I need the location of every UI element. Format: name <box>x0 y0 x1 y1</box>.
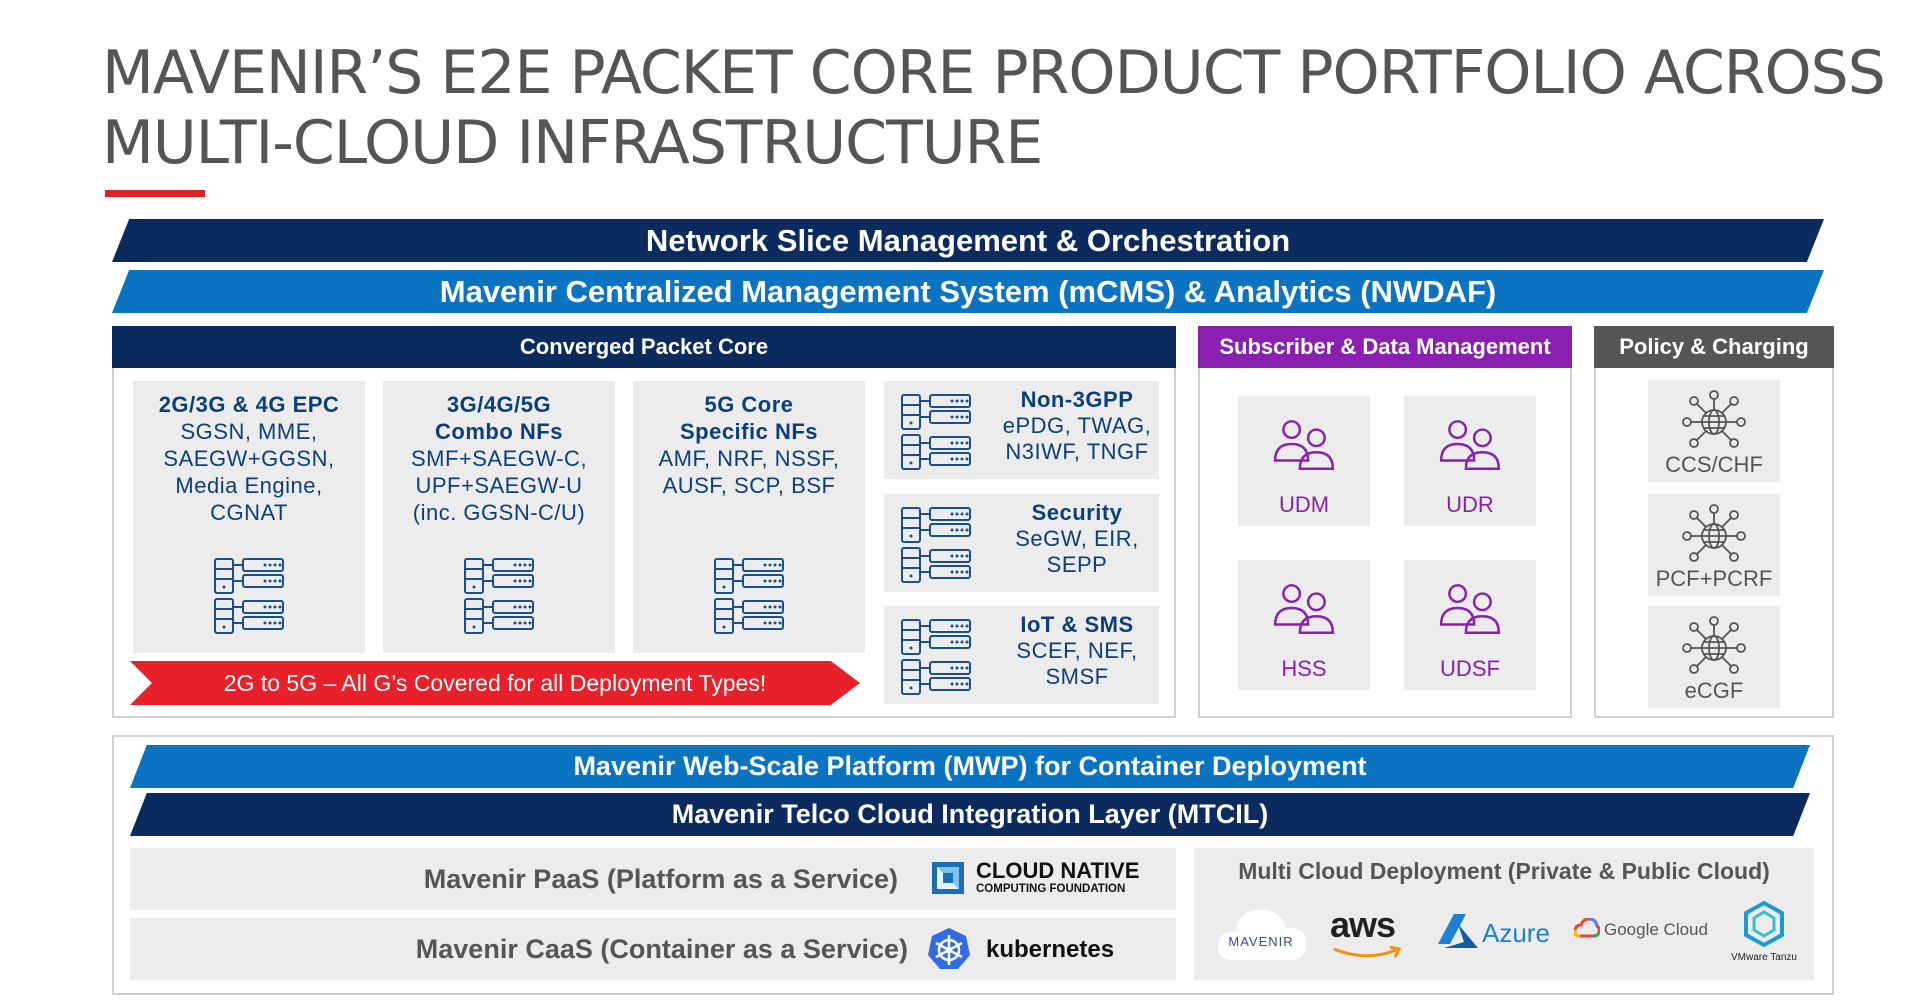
side-box-line: SeGW, EIR, <box>1015 526 1139 551</box>
ccs-chf-label: CCS/CHF <box>1665 452 1763 477</box>
users-icon <box>1439 584 1501 634</box>
cncf-line-1: CLOUD NATIVE <box>976 858 1140 883</box>
caas-row: Mavenir CaaS (Container as a Service) ku… <box>130 918 1176 980</box>
nf-box-title: 2G/3G & 4G EPC <box>158 392 340 417</box>
hss-label: HSS <box>1281 656 1327 681</box>
side-box-line: SCEF, NEF, <box>1016 638 1138 663</box>
side-box-title: IoT & SMS <box>1020 612 1134 637</box>
side-box-line: N3IWF, TNGF <box>1005 439 1149 464</box>
ccs-chf-box: CCS/CHF <box>1648 380 1780 482</box>
server-stack-icon <box>901 619 971 695</box>
mtcil-band: Mavenir Telco Cloud Integration Layer (M… <box>130 793 1810 836</box>
multicloud-box: Multi Cloud Deployment (Private & Public… <box>1194 848 1814 980</box>
side-box-iot-sms: IoT & SMS SCEF, NEF, SMSF <box>884 606 1159 704</box>
mwp-band: Mavenir Web-Scale Platform (MWP) for Con… <box>130 745 1810 788</box>
google-cloud-logo: Google Cloud <box>1604 920 1708 939</box>
vmware-tanzu-logo: VMware Tanzu <box>1731 952 1797 963</box>
ecgf-label: eCGF <box>1684 678 1744 703</box>
side-box-title: Non-3GPP <box>1020 387 1134 412</box>
network-globe-icon <box>1682 616 1746 674</box>
cncf-logo-text: CLOUD NATIVE COMPUTING FOUNDATION <box>976 860 1139 896</box>
kubernetes-logo-text: kubernetes <box>986 936 1115 963</box>
side-box-line: SMSF <box>1045 664 1109 689</box>
aws-smile-icon <box>1333 946 1402 958</box>
converged-packet-core-header: Converged Packet Core <box>112 326 1176 368</box>
network-globe-icon <box>1682 504 1746 562</box>
policy-charging-header: Policy & Charging <box>1594 326 1834 368</box>
page-title-line-2: MULTI-CLOUD INFRASTRUCTURE <box>102 108 1043 178</box>
all-gs-covered-banner: 2G to 5G – All G’s Covered for all Deplo… <box>130 661 860 705</box>
nf-box-line: AUSF, SCP, BSF <box>662 473 836 498</box>
users-icon <box>1273 420 1335 470</box>
title-accent-line <box>105 190 205 197</box>
nf-box-title: Combo NFs <box>435 419 563 444</box>
google-cloud-icon <box>1574 918 1600 938</box>
server-stack-icon <box>714 558 784 634</box>
pcf-pcrf-box: PCF+PCRF <box>1648 494 1780 596</box>
paas-row: Mavenir PaaS (Platform as a Service) CLO… <box>130 848 1176 910</box>
side-box-title: Security <box>1031 500 1123 525</box>
server-stack-icon <box>464 558 534 634</box>
users-icon <box>1273 584 1335 634</box>
caas-label: Mavenir CaaS (Container as a Service) <box>415 934 908 964</box>
nf-box-line: CGNAT <box>210 500 288 525</box>
ecgf-box: eCGF <box>1648 606 1780 708</box>
server-stack-icon <box>901 507 971 583</box>
network-globe-icon <box>1682 390 1746 448</box>
paas-label: Mavenir PaaS (Platform as a Service) <box>423 864 898 894</box>
kubernetes-logo-icon <box>928 928 970 969</box>
nf-box-title: Specific NFs <box>679 419 819 444</box>
users-icon <box>1439 420 1501 470</box>
server-stack-icon <box>901 394 971 470</box>
nf-box-line: SAEGW+GGSN, <box>163 446 335 471</box>
multicloud-title: Multi Cloud Deployment (Private & Public… <box>1238 858 1770 884</box>
azure-logo: Azure <box>1482 918 1550 948</box>
nf-box-title: 3G/4G/5G <box>446 392 552 417</box>
network-slice-band: Network Slice Management & Orchestration <box>112 219 1824 262</box>
nf-box-epc: 2G/3G & 4G EPC SGSN, MME, SAEGW+GGSN, Me… <box>133 381 365 653</box>
nf-box-line: SGSN, MME, <box>180 419 318 444</box>
nf-box-line: UPF+SAEGW-U <box>415 473 583 498</box>
side-box-security: Security SeGW, EIR, SEPP <box>884 494 1159 592</box>
page-title-line-1: MAVENIR’S E2E PACKET CORE PRODUCT PORTFO… <box>102 38 1886 108</box>
udm-label: UDM <box>1278 492 1330 517</box>
udr-box: UDR <box>1404 396 1536 526</box>
nf-box-title: 5G Core <box>704 392 794 417</box>
aws-logo: aws <box>1330 904 1396 945</box>
nf-box-line: SMF+SAEGW-C, <box>410 446 588 471</box>
nf-box-combo: 3G/4G/5G Combo NFs SMF+SAEGW-C, UPF+SAEG… <box>383 381 615 653</box>
nf-box-line: (inc. GGSN-C/U) <box>412 500 586 525</box>
side-box-line: SEPP <box>1046 552 1108 577</box>
mcms-band: Mavenir Centralized Management System (m… <box>112 270 1824 313</box>
mavenir-logo: MAVENIR <box>1228 934 1294 949</box>
udsf-label: UDSF <box>1440 656 1500 681</box>
side-box-line: ePDG, TWAG, <box>1002 413 1152 438</box>
vmware-tanzu-icon <box>1744 900 1784 948</box>
hss-box: HSS <box>1238 560 1370 690</box>
page-title: MAVENIR’S E2E PACKET CORE PRODUCT PORTFO… <box>102 38 1886 178</box>
udsf-box: UDSF <box>1404 560 1536 690</box>
nf-box-line: Media Engine, <box>175 473 323 498</box>
pcf-pcrf-label: PCF+PCRF <box>1655 566 1773 591</box>
nf-box-line: AMF, NRF, NSSF, <box>658 446 840 471</box>
azure-logo-icon <box>1438 914 1478 948</box>
nf-box-5g-core: 5G Core Specific NFs AMF, NRF, NSSF, AUS… <box>633 381 865 653</box>
side-box-non3gpp: Non-3GPP ePDG, TWAG, N3IWF, TNGF <box>884 381 1159 479</box>
udm-box: UDM <box>1238 396 1370 526</box>
subscriber-data-management-header: Subscriber & Data Management <box>1198 326 1572 368</box>
cncf-logo-icon <box>932 862 964 894</box>
cncf-line-2: COMPUTING FOUNDATION <box>976 883 1126 895</box>
server-stack-icon <box>214 558 284 634</box>
udr-label: UDR <box>1446 492 1494 517</box>
cloud-icon <box>1217 910 1306 960</box>
